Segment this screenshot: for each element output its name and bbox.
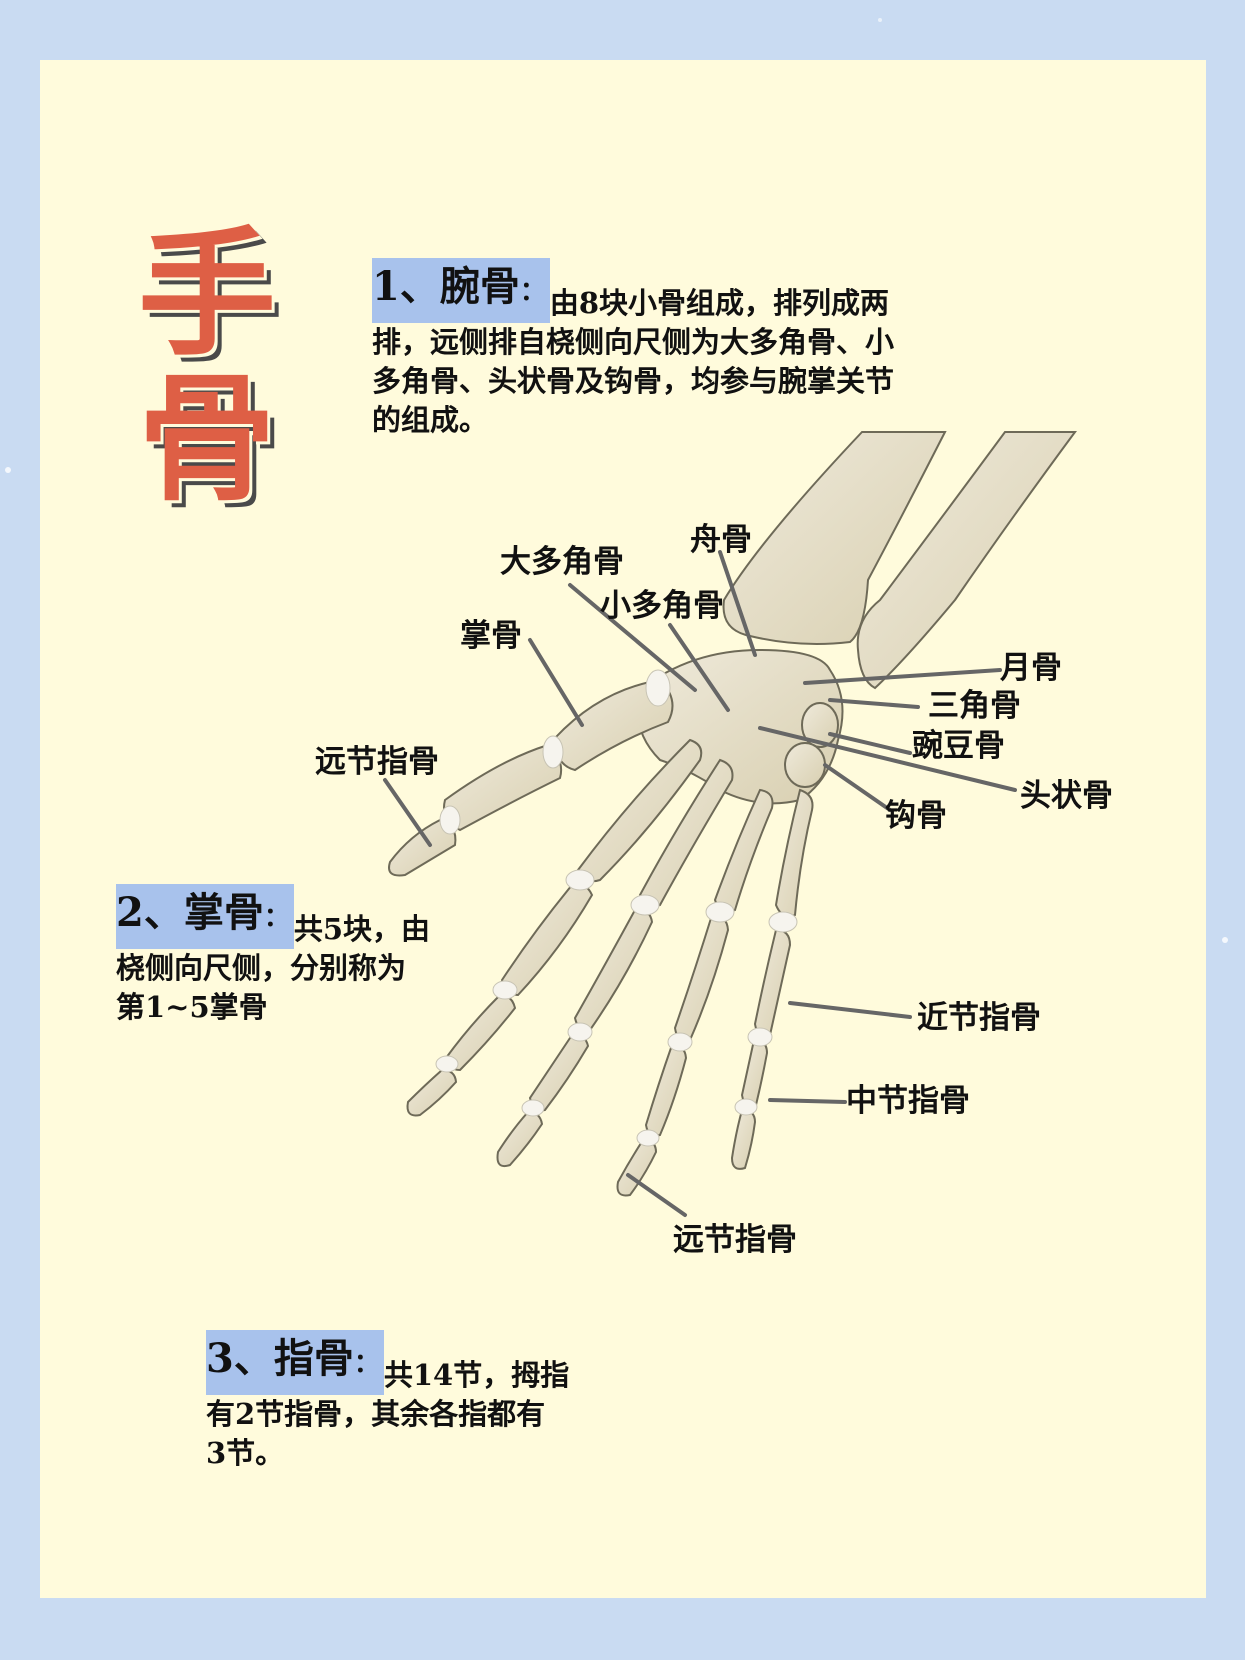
leader-line-trapezoid (668, 623, 730, 712)
joint-cartilage (521, 1099, 545, 1117)
section-phalanges: 3、指骨：共14节，拇指 有2节指骨，其余各指都有 3节。 (206, 1330, 569, 1473)
radius-bone (722, 431, 947, 645)
leader-line-proximal-phalanx (788, 1001, 912, 1019)
leader-line-distal-phalanx (626, 1173, 687, 1217)
section-heading-phalanges: 3、指骨： (206, 1330, 384, 1395)
label-scaphoid: 舟骨 (690, 522, 752, 558)
hamate-bone (784, 742, 826, 788)
joint-cartilage (734, 1098, 758, 1116)
ring-metacarpal (713, 788, 774, 913)
joint-cartilage (542, 735, 564, 769)
little-metacarpal (774, 788, 814, 918)
middle-middle-phalanx (528, 1033, 590, 1112)
label-lunate: 月骨 (1000, 650, 1062, 686)
ring-proximal-phalanx (673, 913, 730, 1042)
joint-cartilage (768, 911, 798, 933)
section-text-line: 排，远侧排自桡侧向尺侧为大多角骨、小 (372, 325, 895, 359)
section-text-line: 第1~5掌骨 (116, 990, 268, 1024)
section-heading-metacarpals: 2、掌骨： (116, 884, 294, 949)
label-hamate: 钩骨 (885, 798, 947, 834)
label-metacarpal: 掌骨 (460, 618, 522, 654)
ring-distal-phalanx (616, 1138, 658, 1197)
joint-cartilage (492, 980, 518, 1000)
joint-cartilage (636, 1129, 660, 1147)
little-proximal-phalanx (753, 928, 792, 1037)
leader-line-triquetrum (828, 698, 920, 709)
section-text-line: 共14节，拇指 (383, 1358, 570, 1392)
joint-cartilage (630, 894, 660, 916)
section-text-line: 桡侧向尺侧，分别称为 (116, 951, 407, 985)
ulna-bone (856, 431, 1077, 690)
little-distal-phalanx (730, 1108, 757, 1170)
leader-line-pisiform (828, 732, 912, 755)
label-trapezium: 大多角骨 (500, 544, 624, 580)
leader-line-hamate (823, 763, 892, 812)
title-char-bone: 骨 (137, 359, 276, 520)
joint-cartilage (565, 869, 595, 891)
joint-cartilage (747, 1027, 773, 1047)
label-pisiform: 豌豆骨 (912, 728, 1005, 764)
section-text-line: 有2节指骨，其余各指都有 (206, 1397, 546, 1431)
leader-line-capitate (758, 726, 1017, 792)
joint-cartilage (439, 805, 461, 835)
ring-middle-phalanx (644, 1043, 688, 1137)
index-distal-phalanx (406, 1068, 458, 1117)
section-text-line: 3节。 (206, 1436, 285, 1470)
label-trapezoid: 小多角骨 (600, 588, 724, 624)
joint-cartilage (645, 669, 671, 707)
label-triquetrum: 三角骨 (928, 688, 1021, 724)
little-middle-phalanx (740, 1038, 769, 1107)
leader-line-middle-phalanx (768, 1098, 847, 1104)
label-capitate: 头状骨 (1020, 778, 1113, 814)
label-middle-phalanx: 中节指骨 (846, 1083, 970, 1119)
label-distal-phalanx-thumb: 远节指骨 (315, 744, 439, 780)
section-heading-carpals: 1、腕骨： (372, 258, 550, 323)
section-text-line: 的组成。 (372, 403, 489, 437)
index-middle-phalanx (444, 993, 517, 1072)
joint-cartilage (567, 1022, 593, 1042)
leader-line-lunate (803, 668, 1002, 685)
middle-distal-phalanx (496, 1110, 544, 1168)
index-proximal-phalanx (500, 882, 594, 997)
title-char-hand: 手 (137, 214, 276, 375)
section-carpals: 1、腕骨：由8块小骨组成，排列成两 排，远侧排自桡侧向尺侧为大多角骨、小 多角骨… (372, 258, 894, 440)
middle-proximal-phalanx (573, 908, 654, 1032)
joint-cartilage (435, 1055, 459, 1073)
middle-metacarpal (638, 758, 734, 908)
section-text-line: 由8块小骨组成，排列成两 (549, 286, 890, 320)
index-metacarpal (576, 738, 703, 883)
thumb-metacarpal (553, 678, 674, 772)
joint-cartilage (667, 1032, 693, 1052)
leader-line-trapezium (568, 583, 697, 692)
label-proximal-phalanx: 近节指骨 (917, 1000, 1041, 1036)
leader-line-distal-thumb (383, 778, 432, 847)
leader-line-metacarpal (528, 638, 584, 727)
label-distal-phalanx: 远节指骨 (673, 1222, 797, 1258)
section-metacarpals: 2、掌骨：共5块，由 桡侧向尺侧，分别称为 第1~5掌骨 (116, 884, 430, 1027)
section-text-line: 共5块，由 (293, 912, 431, 946)
leader-line-scaphoid (718, 550, 757, 657)
pisiform-bone (801, 702, 839, 748)
joint-cartilage (705, 901, 735, 923)
section-text-line: 多角骨、头状骨及钩骨，均参与腕掌关节 (372, 364, 895, 398)
